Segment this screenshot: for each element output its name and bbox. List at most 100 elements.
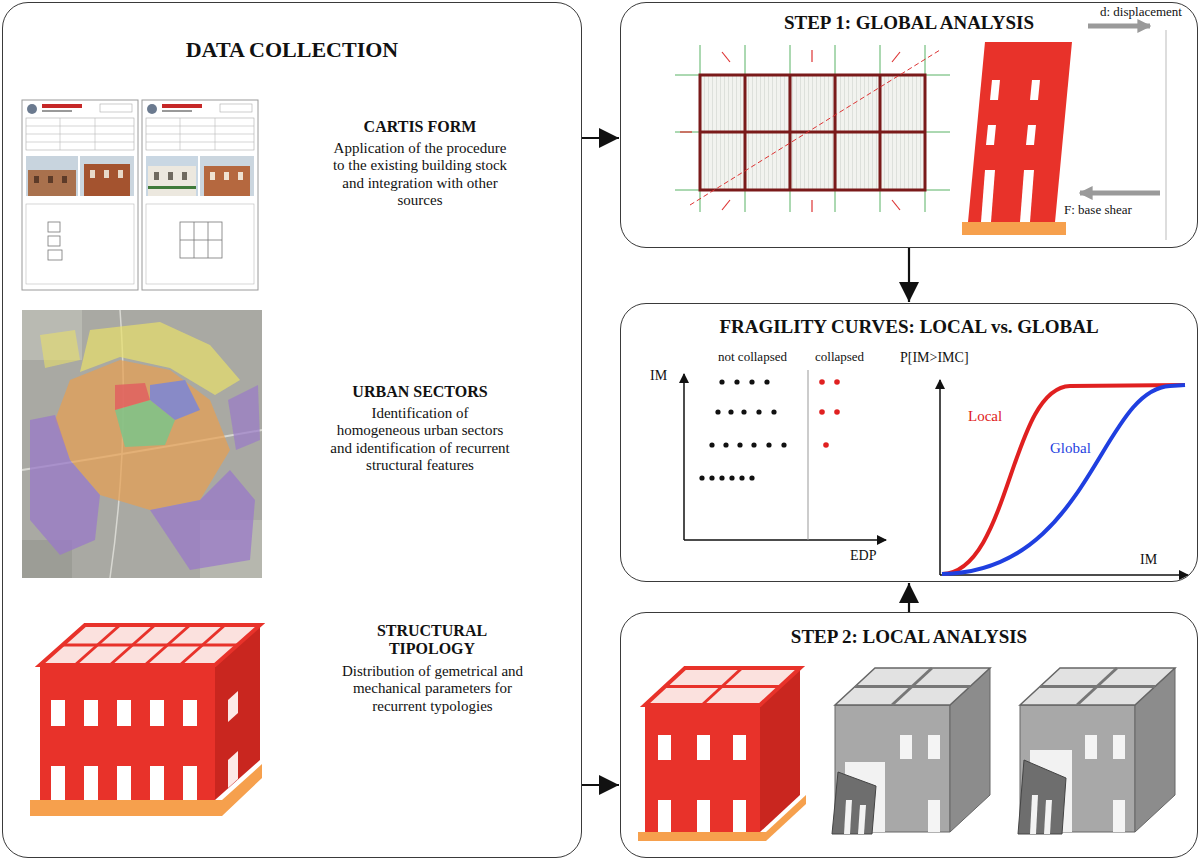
- cartis-form-sheet: [168, 172, 173, 180]
- floor-plan: [690, 50, 940, 205]
- pushover-facade: [1026, 125, 1036, 145]
- cartis-form-sheet: [154, 172, 159, 180]
- quantity-label: F: base shear: [1064, 203, 1132, 218]
- cartis-form-sheet: [162, 110, 192, 112]
- urban-sector-map: [228, 385, 260, 450]
- scatter-plot: [709, 475, 714, 480]
- flow-arrow: [582, 784, 619, 786]
- axis-label: P[IM>IMC]: [900, 350, 969, 366]
- typology-building: [183, 700, 197, 726]
- local-building-model: [697, 800, 710, 832]
- scatter-plot: [739, 475, 744, 480]
- typology-building: [117, 700, 131, 726]
- scatter-plot: [819, 379, 840, 448]
- cartis-form-sheet: [48, 236, 60, 246]
- cartis-form-sheet: [26, 142, 134, 143]
- urban-sector-map: [22, 310, 262, 578]
- cartis-form-sheet: [147, 104, 157, 114]
- scatter-plot: [741, 409, 746, 414]
- panel-title: DATA COLLECTION: [186, 37, 399, 62]
- section-description: Distribution of gemetrical and mechanica…: [340, 663, 525, 715]
- floor-plan: [892, 52, 900, 62]
- floor-plan: [700, 131, 925, 134]
- mechanism-model: [844, 800, 852, 834]
- cartis-form-sheet: [95, 118, 96, 150]
- group-label: not collapsed: [718, 350, 787, 365]
- local-building-model: [733, 735, 746, 760]
- cartis-form-sheet: [26, 118, 134, 150]
- floor-plan: [745, 45, 746, 212]
- cartis-form-sheet: [182, 172, 187, 180]
- panel-title: STEP 2: LOCAL ANALYSIS: [791, 626, 1027, 648]
- curve-label: Global: [1050, 440, 1091, 457]
- fragility-plot: [942, 385, 1185, 574]
- cartis-form-sheet: [200, 156, 254, 196]
- cartis-form-sheet: [42, 110, 72, 112]
- pushover-facade: [1166, 30, 1167, 240]
- cartis-form-sheet: [22, 100, 138, 290]
- cartis-form-sheet: [180, 118, 181, 150]
- scatter-plot: [683, 374, 685, 540]
- scatter-plot: [684, 539, 886, 541]
- mechanism-model: [1020, 668, 1175, 705]
- scatter-plot: [781, 442, 786, 447]
- scatter-plot: [715, 409, 720, 414]
- flow-arrow: [582, 137, 619, 139]
- floor-plan: [722, 52, 730, 62]
- mechanism-model: [900, 735, 912, 759]
- pushover-facade: [986, 125, 996, 145]
- cartis-form-sheet: [142, 100, 258, 290]
- scatter-plot: [749, 379, 754, 384]
- scatter-plot: [764, 379, 769, 384]
- typology-building: [62, 644, 237, 647]
- pushover-facade: [1088, 24, 1150, 29]
- cartis-form-sheet: [148, 166, 196, 196]
- mechanism-model: [928, 735, 940, 759]
- panel-heading-row: FRAGILITY CURVES: LOCAL vs. GLOBAL: [621, 304, 1197, 338]
- panel-title: STEP 1: GLOBAL ANALYSIS: [784, 12, 1034, 34]
- cartis-form-sheet: [84, 164, 130, 196]
- cartis-form-sheet: [48, 176, 53, 183]
- flow-arrow: [908, 248, 910, 302]
- cartis-form-sheet: [34, 176, 39, 183]
- floor-plan: [700, 75, 925, 190]
- cartis-form-sheet: [238, 172, 243, 180]
- scatter-plot: [723, 442, 728, 447]
- mechanism-model: [1040, 685, 1155, 688]
- cartis-form-sheet: [146, 126, 254, 127]
- cartis-form-sheet: [104, 170, 109, 178]
- mechanism-model: [1030, 795, 1038, 834]
- pushover-facade: [1080, 191, 1160, 196]
- typology-building: [30, 625, 262, 816]
- axis-label: EDP: [850, 548, 876, 564]
- cartis-form-sheet: [146, 156, 198, 196]
- cartis-form-sheet: [22, 100, 138, 290]
- urban-sector-map: [115, 383, 150, 410]
- typology-building: [84, 766, 98, 800]
- local-building-model: [638, 668, 806, 841]
- mechanism-model: [1085, 735, 1097, 759]
- cartis-form-sheet: [28, 170, 76, 196]
- scatter-plot: [766, 442, 771, 447]
- floor-plan: [722, 200, 730, 210]
- floor-plan: [880, 45, 881, 212]
- cartis-form-sheet: [142, 100, 258, 290]
- local-building-model: [658, 735, 671, 760]
- pushover-facade: [962, 222, 1066, 235]
- scatter-plot: [819, 379, 825, 385]
- floor-plan: [675, 132, 950, 133]
- scatter-plot: [771, 409, 776, 414]
- result-panel: FRAGILITY CURVES: LOCAL vs. GLOBAL: [620, 303, 1198, 582]
- mechanism-model: [1018, 668, 1175, 834]
- mechanism-model: [928, 800, 940, 832]
- floor-plan: [879, 75, 882, 190]
- panel-title: FRAGILITY CURVES: LOCAL vs. GLOBAL: [719, 316, 1098, 338]
- mechanism-model: [1044, 800, 1052, 834]
- scatter-plot: [808, 370, 809, 540]
- scatter-plot: [756, 409, 761, 414]
- section-heading: URBAN SECTORS: [320, 383, 520, 401]
- cartis-form-sheet: [118, 170, 123, 178]
- scatter-plot: [749, 475, 754, 480]
- typology-building: [40, 665, 215, 800]
- fragility-plot: [939, 380, 941, 575]
